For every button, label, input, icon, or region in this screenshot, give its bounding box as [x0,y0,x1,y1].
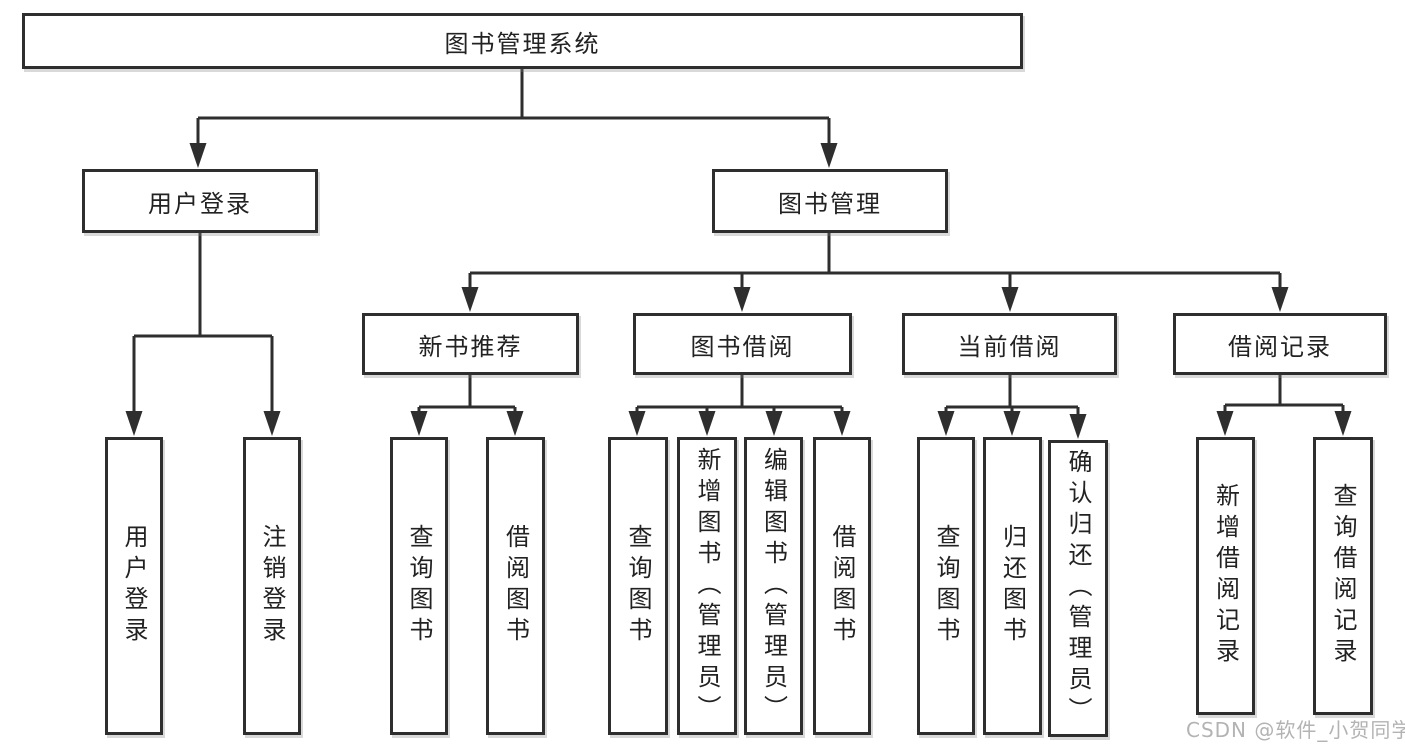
leaf-user-login: 用户登录 [105,437,163,735]
leaf-current-return-books: 归还图书 [983,437,1042,735]
node-current-borrowing-label: 当前借阅 [957,332,1062,361]
leaf-logout-label: 注销登录 [258,524,286,648]
node-current-borrowing: 当前借阅 [902,313,1117,375]
node-borrowing-records: 借阅记录 [1173,313,1387,375]
node-book-borrowing: 图书借阅 [633,313,852,375]
csdn-watermark: CSDN @软件_小贺同学 [1186,718,1405,742]
node-root-label: 图书管理系统 [444,29,601,58]
node-root: 图书管理系统 [22,13,1023,69]
leaf-current-confirm-return-admin: 确认归还（管理员） [1048,440,1108,737]
leaf-current-query-books: 查询图书 [917,437,975,735]
leaf-recommend-query-books-label: 查询图书 [405,524,433,648]
node-book-borrowing-label: 图书借阅 [690,332,795,361]
leaf-records-add-record: 新增借阅记录 [1196,437,1255,715]
leaf-records-add-record-label: 新增借阅记录 [1211,483,1240,669]
node-book-management: 图书管理 [712,169,948,233]
leaf-records-query-record-label: 查询借阅记录 [1329,483,1357,669]
node-new-book-recommendation: 新书推荐 [362,313,579,375]
leaf-recommend-query-books: 查询图书 [390,437,448,735]
leaf-logout: 注销登录 [243,437,301,735]
node-new-book-recommendation-label: 新书推荐 [418,332,523,361]
node-book-management-label: 图书管理 [778,189,882,218]
leaf-borrowing-edit-books-admin-label: 编辑图书（管理员） [759,446,788,726]
leaf-current-query-books-label: 查询图书 [932,524,960,648]
leaf-records-query-record: 查询借阅记录 [1313,437,1373,715]
leaf-borrowing-add-books-admin: 新增图书（管理员） [677,437,737,735]
leaf-borrowing-query-books: 查询图书 [608,437,668,735]
leaf-user-login-label: 用户登录 [120,524,148,648]
leaf-recommend-borrow-books: 借阅图书 [486,437,545,735]
leaf-recommend-borrow-books-label: 借阅图书 [501,524,530,648]
leaf-borrowing-query-books-label: 查询图书 [624,524,652,648]
leaf-borrowing-edit-books-admin: 编辑图书（管理员） [744,437,803,735]
leaf-current-confirm-return-admin-label: 确认归还（管理员） [1064,449,1092,728]
leaf-borrowing-add-books-admin-label: 新增图书（管理员） [693,446,721,726]
node-user-login: 用户登录 [82,169,318,233]
leaf-borrowing-borrow-books: 借阅图书 [813,437,871,735]
node-user-login-label: 用户登录 [148,189,252,218]
leaf-current-return-books-label: 归还图书 [998,524,1027,648]
node-borrowing-records-label: 借阅记录 [1228,332,1332,361]
leaf-borrowing-borrow-books-label: 借阅图书 [828,524,856,648]
